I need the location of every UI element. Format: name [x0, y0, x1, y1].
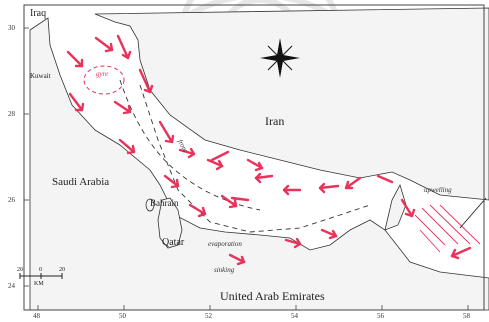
lat-label-28: 28 [8, 110, 15, 118]
annotation-gyre: gyre [96, 70, 109, 78]
country-label-bahrain: Bahrain [150, 198, 179, 208]
country-label-iraq: Iraq [30, 8, 47, 19]
scale-label-right: 20 [59, 267, 65, 273]
map-frame [23, 4, 485, 311]
arabia-land [29, 17, 489, 311]
annotation-sinking: sinking [214, 266, 235, 274]
lon-label-56: 56 [377, 312, 384, 320]
scale-label-left: 20 [17, 267, 23, 273]
country-label-saudi-arabia: Saudi Arabia [52, 176, 110, 188]
lat-label-30: 30 [8, 24, 15, 32]
scale-unit: KM [34, 281, 44, 287]
axis-ticks [24, 27, 469, 310]
bahrain-island [145, 198, 155, 212]
gyre-outline [83, 65, 125, 95]
qatar-peninsula [157, 197, 183, 249]
annotation-upwelling: upwelling [424, 186, 452, 194]
country-label-iran: Iran [265, 114, 285, 128]
lon-label-48: 48 [33, 312, 40, 320]
lon-label-54: 54 [291, 312, 298, 320]
country-label-kuwait: Kuwait [30, 72, 51, 80]
lon-label-52: 52 [205, 312, 212, 320]
musandam-tip [384, 183, 407, 231]
upwelling-zone [414, 204, 481, 253]
lon-label-50: 50 [119, 312, 126, 320]
annotation-evaporation: evaporation [208, 240, 242, 248]
scale-label-mid: 0 [39, 267, 42, 273]
gulf-water [48, 14, 489, 278]
iran-land [94, 7, 489, 201]
country-label-qatar: Qatar [162, 237, 185, 248]
lat-label-26: 26 [8, 196, 15, 204]
north-arrow-compass-icon [260, 38, 300, 78]
upwelling-pointer [459, 197, 487, 229]
lon-label-58: 58 [463, 312, 470, 320]
circulation-arrows [66, 34, 472, 266]
lat-label-24: 24 [8, 282, 15, 290]
scale-bar [19, 273, 63, 279]
country-label-uae: United Arab Emirates [220, 289, 325, 303]
front-line [139, 84, 371, 233]
